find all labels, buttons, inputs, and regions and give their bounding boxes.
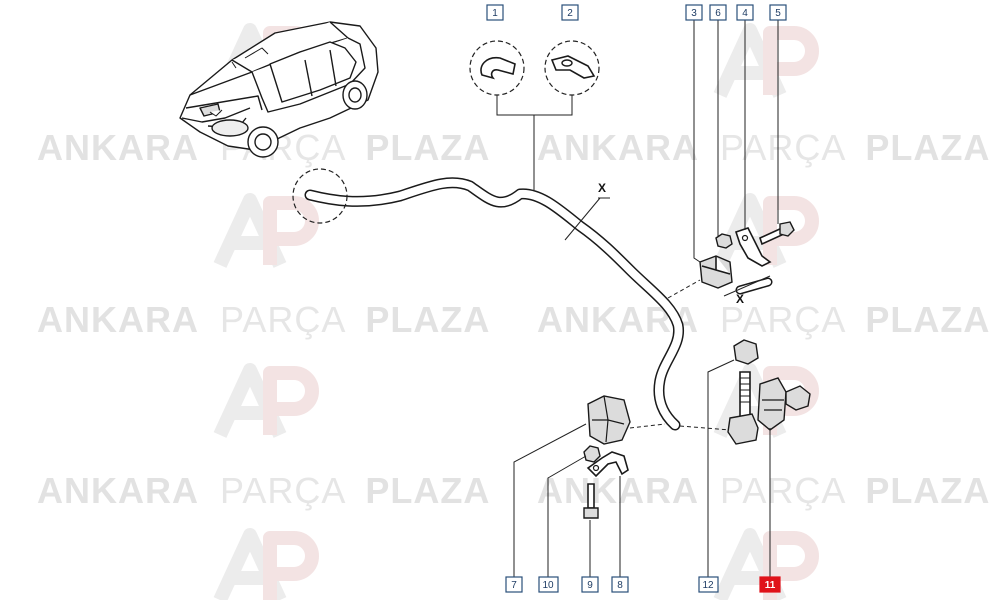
detail-inset-1 (469, 40, 525, 96)
callout-2[interactable]: 2 (561, 4, 579, 21)
watermark-logo (713, 23, 819, 98)
link-dash-upper (667, 279, 701, 299)
watermark-word-2: PARÇA (220, 299, 345, 340)
callout-6-label: 6 (715, 8, 721, 19)
callout-2-label: 2 (567, 8, 573, 19)
callout-11[interactable]: 11 (759, 576, 781, 593)
callouts: 1 2 3 6 4 5 7 10 (486, 4, 787, 593)
watermark-word-3: PLAZA (365, 470, 490, 511)
watermark-word-3: PLAZA (865, 470, 990, 511)
section-label-x-lower: X (736, 292, 744, 306)
watermark-word-1: ANKARA (537, 127, 699, 168)
inset-bracket (496, 95, 573, 190)
link-dash-lower-left (629, 423, 666, 429)
lower-bolt (587, 483, 595, 509)
watermark-word-2: PARÇA (220, 470, 345, 511)
watermark-logo (213, 528, 319, 600)
callout-12-label: 12 (702, 580, 714, 591)
watermark-text: ANKARA PARÇA PLAZA (537, 127, 990, 168)
callout-3[interactable]: 3 (685, 4, 703, 21)
callout-4-label: 4 (742, 8, 748, 19)
callout-8-label: 8 (617, 580, 623, 591)
lower-left-leaders (513, 423, 621, 577)
stabilizer-bar (304, 177, 685, 431)
watermark-text: ANKARA PARÇA PLAZA (37, 299, 490, 340)
watermark-word-1: ANKARA (37, 127, 199, 168)
detail-inset-2 (544, 40, 600, 96)
watermark-text: ANKARA PARÇA PLAZA (537, 470, 990, 511)
callout-1-label: 1 (492, 8, 498, 19)
lower-right-leaders (707, 359, 771, 577)
watermark-word-1: ANKARA (537, 470, 699, 511)
lower-right-assembly (727, 339, 811, 445)
callout-8[interactable]: 8 (611, 576, 629, 593)
stabilizer-link (757, 377, 787, 431)
link-stud (739, 371, 751, 419)
watermark-logo (213, 193, 319, 268)
watermark-logo (213, 363, 319, 438)
watermark-text: ANKARA PARÇA PLAZA (537, 299, 990, 340)
callout-1[interactable]: 1 (486, 4, 504, 21)
callout-10-label: 10 (542, 580, 554, 591)
link-nut (733, 339, 759, 365)
watermark-text: ANKARA PARÇA PLAZA (37, 127, 490, 168)
callout-12[interactable]: 12 (698, 576, 719, 593)
watermark-word-2: PARÇA (720, 470, 845, 511)
watermark-word-1: ANKARA (37, 470, 199, 511)
callout-5[interactable]: 5 (769, 4, 787, 21)
watermark-word-2: PARÇA (720, 299, 845, 340)
watermark-text: ANKARA PARÇA PLAZA (37, 470, 490, 511)
watermark-word-3: PLAZA (865, 127, 990, 168)
watermark-word-1: ANKARA (37, 299, 199, 340)
watermark-word-3: PLAZA (865, 299, 990, 340)
callout-4[interactable]: 4 (736, 4, 754, 21)
upper-bracket-assembly: X (699, 221, 795, 306)
section-mark-upper: X (564, 181, 610, 241)
lower-nut (583, 445, 601, 463)
callout-5-label: 5 (775, 8, 781, 19)
section-label-x-upper: X (598, 181, 606, 195)
upper-leaders (693, 20, 779, 263)
watermark-word-3: PLAZA (365, 127, 490, 168)
callout-11-label: 11 (765, 580, 776, 591)
callout-10[interactable]: 10 (538, 576, 559, 593)
watermark-logo (713, 193, 819, 268)
upper-nut (715, 233, 733, 249)
watermark-texts: ANKARA PARÇA PLAZA ANKARA PARÇA PLAZA AN… (37, 127, 990, 511)
lower-left-assembly (583, 395, 631, 519)
callout-7[interactable]: 7 (505, 576, 523, 593)
callout-9[interactable]: 9 (581, 576, 599, 593)
callout-6[interactable]: 6 (709, 4, 727, 21)
callout-3-label: 3 (691, 8, 697, 19)
link-dash-lower-right (679, 425, 731, 431)
car-illustration (179, 21, 379, 158)
watermark-word-2: PARÇA (720, 127, 845, 168)
callout-9-label: 9 (587, 580, 593, 591)
bar-end-detail-circle (292, 168, 348, 224)
watermark-word-3: PLAZA (365, 299, 490, 340)
callout-7-label: 7 (511, 580, 517, 591)
